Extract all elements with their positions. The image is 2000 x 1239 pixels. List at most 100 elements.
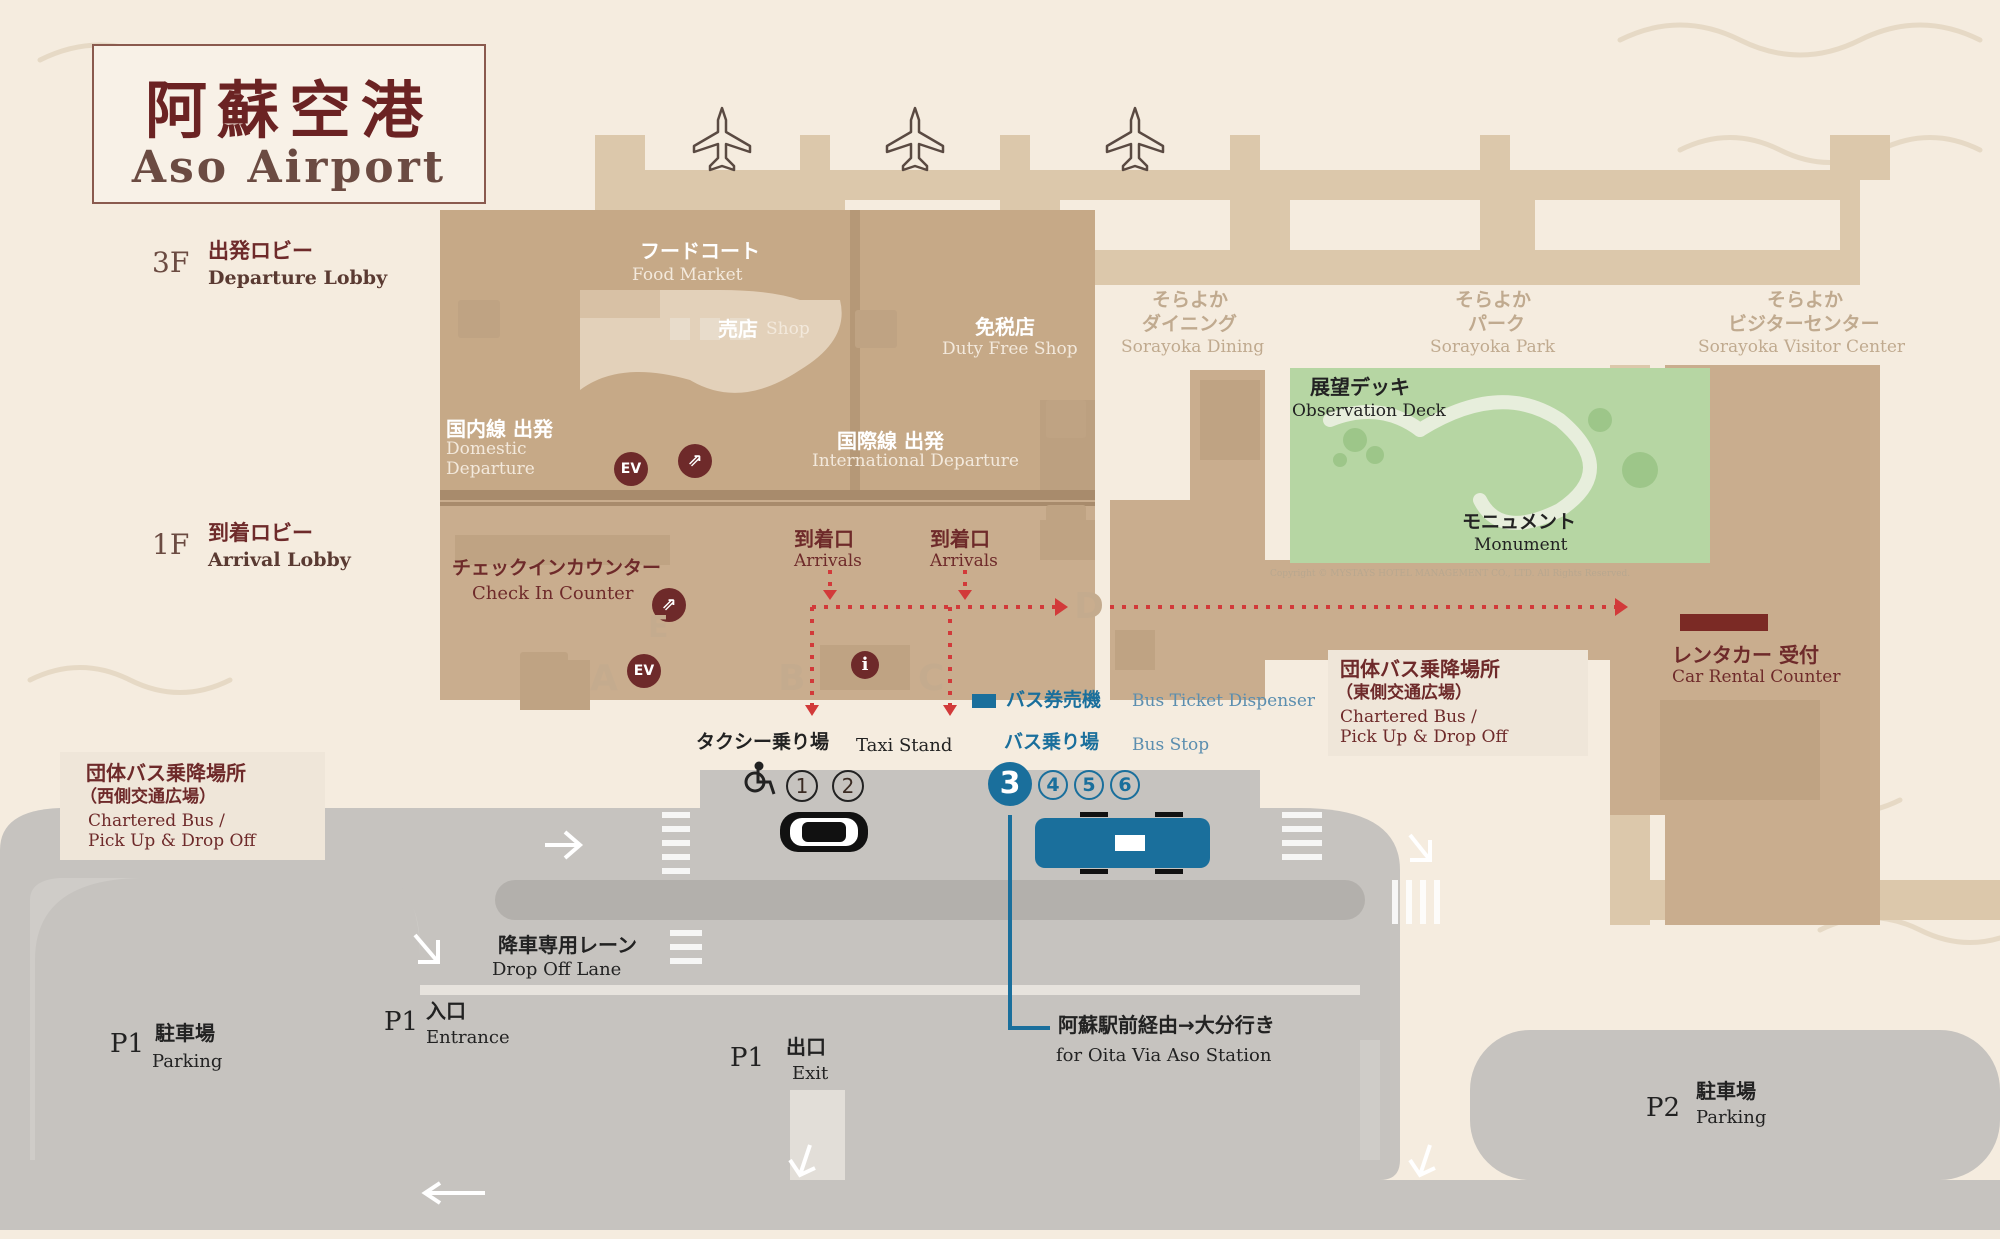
car-rental-jp: レンタカー 受付: [1672, 643, 1819, 667]
domestic-jp: 国内線 出発: [446, 417, 553, 441]
duty-free-jp: 免税店: [975, 315, 1035, 339]
bus-stop-jp: バス乗り場: [1004, 731, 1100, 753]
bus-stop-3: 3: [988, 762, 1032, 806]
drop-off-island: [495, 880, 1365, 920]
chartered-west-jp2: （西側交通広場）: [80, 787, 216, 807]
observation-jp: 展望デッキ: [1310, 375, 1410, 399]
bus-stop-4: 4: [1038, 770, 1068, 800]
bus-route-line: [1008, 815, 1050, 1030]
monument-en: Monument: [1474, 535, 1568, 555]
taxi-jp: タクシー乗り場: [696, 731, 830, 753]
checkin-en: Check In Counter: [472, 583, 634, 604]
arrival-route: [810, 570, 1615, 705]
sorayoka-visitor-en: Sorayoka Visitor Center: [1698, 337, 1906, 357]
car-rental-counter: [1680, 614, 1768, 631]
chartered-west-box: [60, 752, 325, 860]
sorayoka-park-jp1: そらよか: [1455, 289, 1532, 311]
observation-en: Observation Deck: [1292, 401, 1446, 421]
arrivals-right-jp: 到着口: [930, 527, 990, 551]
sorayoka-visitor-jp1: そらよか: [1767, 289, 1844, 311]
p2-parking-code: P2: [1646, 1093, 1681, 1123]
bus-route-en: for Oita Via Aso Station: [1056, 1045, 1272, 1066]
title-en: Aso Airport: [131, 142, 447, 193]
domestic-en2: Departure: [446, 459, 535, 479]
escalator-icon-3f: ⇗: [678, 444, 712, 478]
floor-3f-en: Departure Lobby: [208, 267, 388, 289]
sorayoka-dining-en: Sorayoka Dining: [1121, 337, 1265, 357]
international-jp: 国際線 出発: [837, 429, 944, 453]
exit-gap: [790, 1090, 845, 1180]
chartered-west-jp1: 団体バス乗降場所: [86, 761, 246, 785]
international-en: International Departure: [812, 451, 1019, 471]
bus-ticket-icon: [972, 694, 996, 708]
park-paths: [1323, 395, 1597, 530]
p1-exit-code: P1: [730, 1043, 765, 1073]
p1-parking-jp: 駐車場: [155, 1021, 215, 1045]
toilet-icons: [458, 300, 1086, 690]
sorayoka-park-jp2: パーク: [1468, 313, 1526, 335]
checkin-jp: チェックインカウンター: [452, 557, 662, 579]
p2-parking-jp: 駐車場: [1696, 1079, 1756, 1103]
car-rental-en: Car Rental Counter: [1672, 667, 1841, 687]
drop-off-en: Drop Off Lane: [492, 959, 622, 980]
bus-stop-6: 6: [1110, 770, 1140, 800]
food-court-en: Food Market: [632, 265, 743, 285]
p1-exit-en: Exit: [792, 1063, 829, 1084]
p1-exit-jp: 出口: [786, 1035, 826, 1059]
sorayoka-dining-jp1: そらよか: [1152, 289, 1229, 311]
sorayoka-visitor-jp2: ビジターセンター: [1728, 313, 1880, 335]
monument-jp: モニュメント: [1462, 511, 1577, 533]
route-arrowheads: [805, 590, 1628, 716]
info-icon: i: [851, 651, 879, 679]
duty-free-en: Duty Free Shop: [942, 339, 1078, 359]
elevator-icon-1f: EV: [627, 654, 661, 688]
floor-3f-jp: 出発ロビー: [208, 239, 313, 263]
chartered-west-en2: Pick Up & Drop Off: [88, 831, 256, 851]
floor-3f-level: 3F: [152, 246, 190, 279]
chartered-east-en2: Pick Up & Drop Off: [1340, 727, 1508, 747]
sorayoka-dining-jp2: ダイニング: [1142, 313, 1238, 335]
title-jp: 阿蘇空港: [144, 74, 433, 147]
road-islands: [30, 878, 1380, 1160]
chartered-east-box: [1328, 650, 1588, 756]
floor-1f-en: Arrival Lobby: [208, 549, 351, 571]
chartered-east-en1: Chartered Bus /: [1340, 707, 1477, 727]
taxi-en: Taxi Stand: [856, 735, 953, 756]
crosswalks: [662, 812, 1440, 964]
parking-divider: [420, 985, 1360, 995]
arrivals-left-en: Arrivals: [794, 551, 862, 571]
bus-stop-5: 5: [1074, 770, 1104, 800]
taxi-stand-1: 1: [786, 770, 818, 802]
p1-entrance-code: P1: [384, 1007, 419, 1037]
p1-parking-code: P1: [110, 1029, 145, 1059]
terminal-details: [440, 210, 1095, 710]
chartered-west-en1: Chartered Bus /: [88, 811, 225, 831]
floor-1f-level: 1F: [152, 528, 190, 561]
gate-letter-e: E: [648, 610, 669, 645]
floor-1f-jp: 到着ロビー: [208, 521, 313, 545]
arrivals-left-jp: 到着口: [794, 527, 854, 551]
arrivals-right-en: Arrivals: [930, 551, 998, 571]
shop-jp: 売店: [718, 317, 758, 341]
drop-off-jp: 降車専用レーン: [498, 933, 637, 957]
chartered-east-jp1: 団体バス乗降場所: [1340, 657, 1500, 681]
escalator-icon-1f: ⇗: [652, 588, 686, 622]
p1-entrance-jp: 入口: [426, 999, 466, 1023]
bus-ticket-en: Bus Ticket Dispenser: [1132, 691, 1316, 711]
side-buildings: [1110, 365, 1880, 925]
shop-en: Shop: [766, 319, 810, 339]
gate-letter-d: D: [1074, 586, 1104, 627]
gate-letter-b: B: [778, 658, 806, 699]
elevator-icon-3f: EV: [614, 452, 648, 486]
airplane-icons: [692, 106, 1165, 172]
wheelchair-icon: [744, 761, 776, 795]
copyright-text: Copyright © MYSTAYS HOTEL MANAGEMENT CO.…: [1270, 569, 1631, 579]
bus-ticket-jp: バス券売機: [1006, 689, 1102, 711]
domestic-en1: Domestic: [446, 439, 527, 459]
sorayoka-park-en: Sorayoka Park: [1430, 337, 1556, 357]
gate-letter-a: A: [590, 658, 618, 699]
p1-entrance-en: Entrance: [426, 1027, 510, 1048]
side-building-details: [1115, 380, 1820, 800]
title-box: 阿蘇空港 Aso Airport: [92, 44, 486, 204]
p2-parking-en: Parking: [1696, 1107, 1767, 1128]
